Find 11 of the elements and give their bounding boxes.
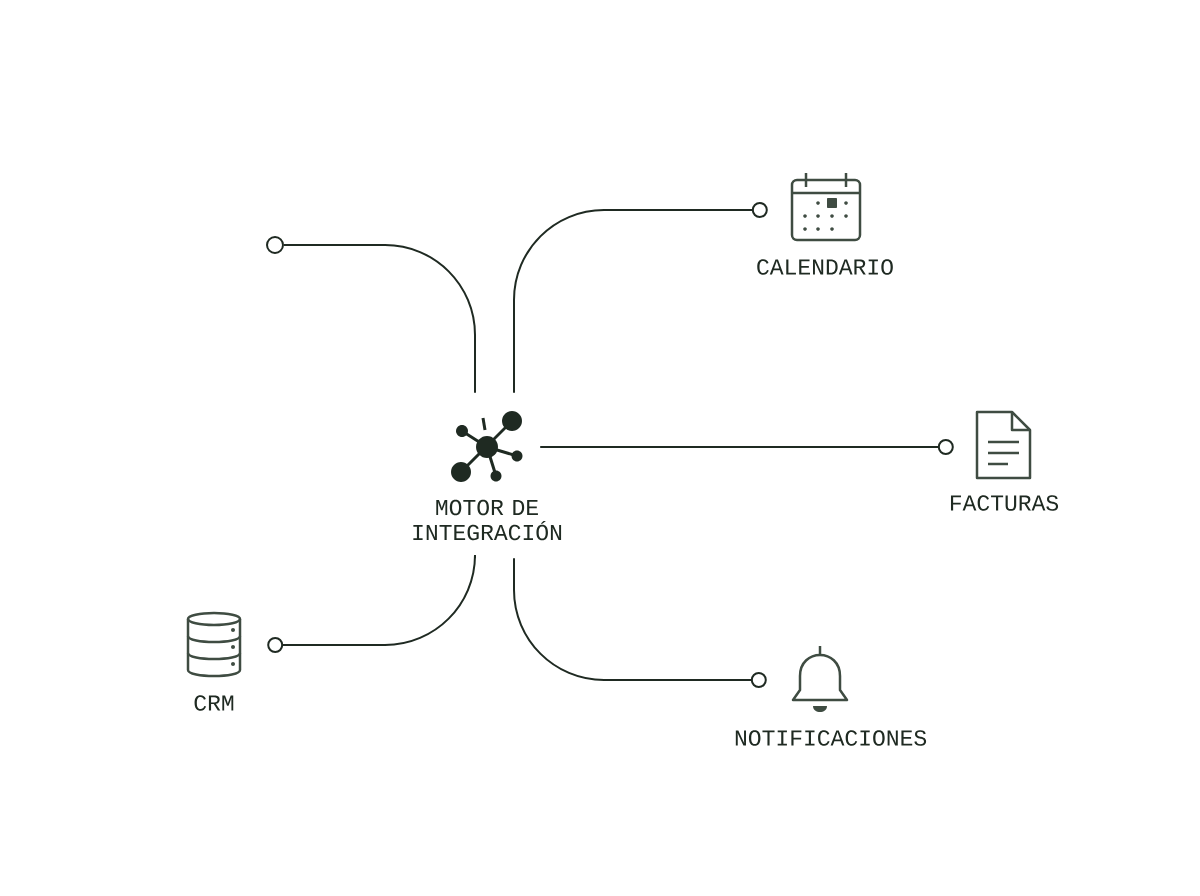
node-label: NOTIFICACIONES: [735, 730, 927, 746]
connector-line: [513, 557, 767, 688]
node-label: FACTURAS: [951, 495, 1059, 511]
connector-line: [267, 554, 476, 653]
connector-line: [283, 244, 476, 394]
connector-line: [513, 202, 768, 394]
node-label: MOTOR DE INTEGRACIÓN: [413, 499, 562, 541]
connector-end-circle: [266, 236, 284, 254]
node-label: CALENDARIO: [757, 259, 893, 275]
node-label: CRM: [194, 695, 234, 711]
connector-line: [539, 439, 954, 455]
